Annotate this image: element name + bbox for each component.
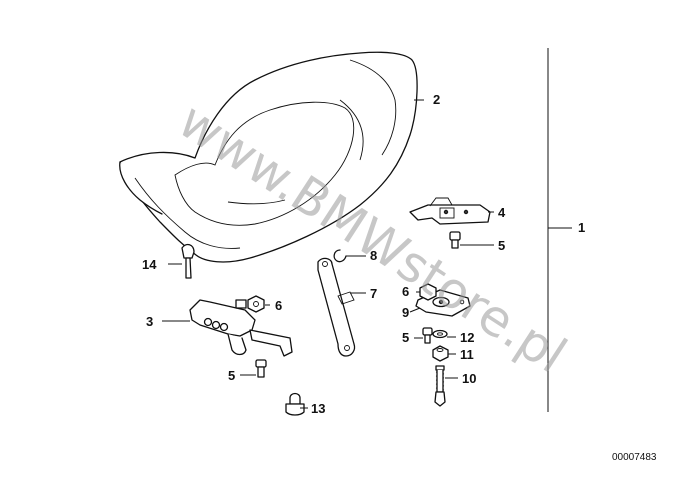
callout-6-right: 6 xyxy=(402,284,409,299)
callout-8: 8 xyxy=(370,248,377,263)
screw-part-right xyxy=(422,327,433,344)
callout-7: 7 xyxy=(370,286,377,301)
hex-nut-part xyxy=(432,345,449,362)
rubber-buffer-part xyxy=(285,392,305,416)
leader-lines xyxy=(162,48,572,412)
callout-5-right: 5 xyxy=(402,330,409,345)
callout-4: 4 xyxy=(498,205,506,220)
circlip-part xyxy=(333,249,347,263)
callout-11: 11 xyxy=(460,347,474,362)
lock-bracket-part xyxy=(189,299,293,357)
callout-labels: 1 2 3 4 5 5 5 6 6 7 8 9 10 11 12 13 14 xyxy=(142,92,585,416)
hinge-bracket-part xyxy=(409,197,491,225)
rivet-pin-part xyxy=(181,243,195,279)
callout-12: 12 xyxy=(460,330,474,345)
screw-part-upper xyxy=(449,231,461,249)
callout-9: 9 xyxy=(402,305,409,320)
washer-part xyxy=(432,329,448,339)
screw-part-lower-left xyxy=(255,359,267,378)
callout-2: 2 xyxy=(433,92,440,107)
callout-3: 3 xyxy=(146,314,153,329)
callout-6-left: 6 xyxy=(275,298,282,313)
callout-10: 10 xyxy=(462,371,476,386)
callout-14: 14 xyxy=(142,257,157,272)
document-number: 00007483 xyxy=(612,452,657,463)
spring-bolt-part xyxy=(434,365,446,407)
callout-5-lower: 5 xyxy=(228,368,235,383)
callout-1: 1 xyxy=(578,220,585,235)
callout-5-upper: 5 xyxy=(498,238,505,253)
square-nut-part-right xyxy=(419,283,437,301)
lever-rod-part xyxy=(317,257,356,357)
square-nut-part-left xyxy=(247,295,265,313)
callout-13: 13 xyxy=(311,401,325,416)
